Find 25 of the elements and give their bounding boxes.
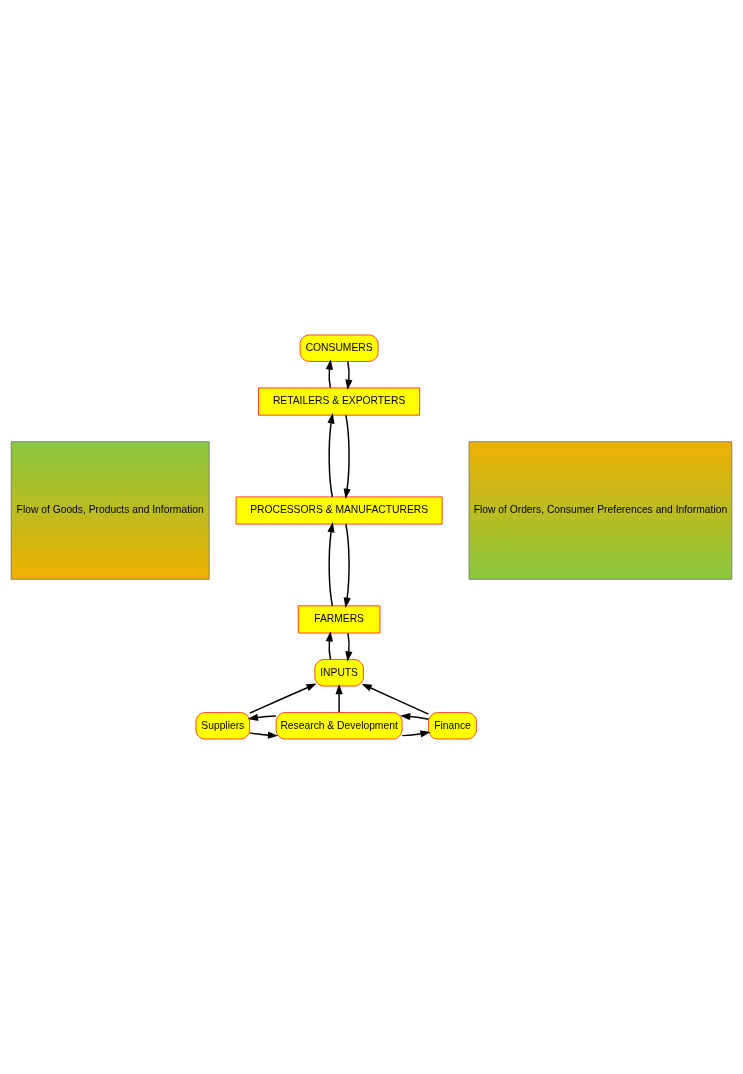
arrow (343, 523, 351, 608)
arrow (361, 683, 430, 715)
node-box: Flow of Goods, Products and Information (10, 441, 210, 580)
node-box: FARMERS (297, 605, 381, 634)
node-box: RETAILERS & EXPORTERS (258, 387, 421, 416)
arrow (249, 683, 317, 714)
arrow (345, 360, 353, 390)
node-box: INPUTS (314, 659, 364, 687)
arrow (249, 731, 279, 739)
node-box: PROCESSORS & MANUFACTURERS (235, 496, 443, 525)
arrow (400, 712, 430, 721)
node-box: Research & Development (275, 712, 403, 740)
arrow (247, 713, 277, 721)
node-box: Finance (428, 712, 477, 740)
arrow (335, 683, 343, 714)
arrow (401, 730, 431, 738)
arrow (343, 414, 351, 499)
arrow (345, 632, 353, 662)
node-box: Flow of Orders, Consumer Preferences and Information (468, 441, 733, 580)
arrow (325, 631, 333, 661)
node-box: Suppliers (195, 712, 251, 740)
arrow (327, 413, 335, 498)
node-box: CONSUMERS (299, 334, 379, 362)
arrow (327, 522, 335, 607)
arrow (325, 359, 333, 389)
